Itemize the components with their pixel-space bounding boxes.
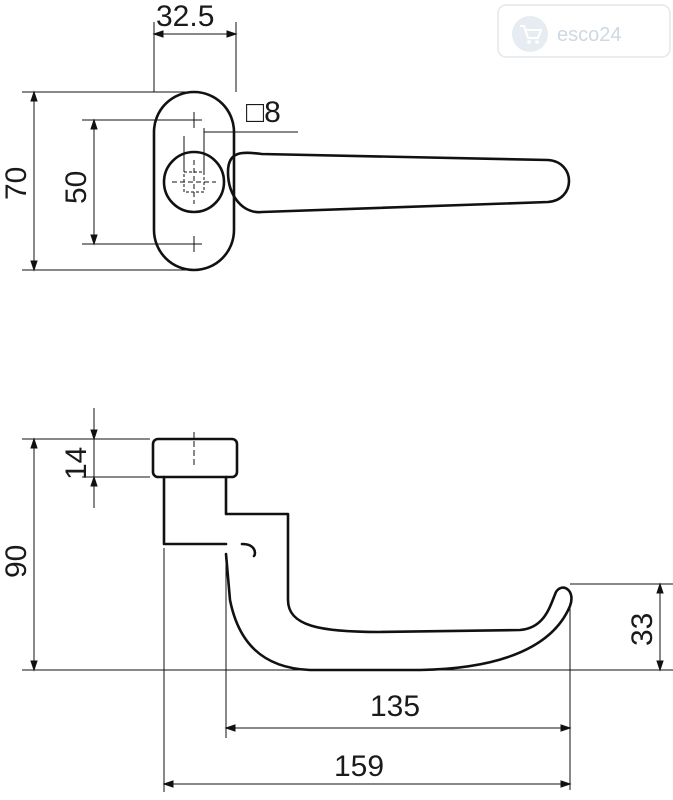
- width-dimension: [152, 22, 238, 92]
- lever-neck: [162, 475, 573, 672]
- total-length-dimension: [162, 548, 572, 792]
- height-label: 70: [0, 167, 33, 200]
- lever-length-label: 135: [370, 690, 420, 723]
- hole-spacing-label: 50: [60, 171, 93, 204]
- lever-hub: [162, 150, 226, 214]
- shopping-cart-icon: [512, 16, 548, 52]
- width-label: 32.5: [156, 0, 214, 33]
- lever-top: [226, 151, 571, 214]
- side-view: 14 90 33 135 159: [0, 408, 673, 792]
- total-length-label: 159: [334, 750, 384, 783]
- lever-drop-dimension: [570, 582, 673, 672]
- top-view: 32.5 70 50 □8: [0, 0, 571, 272]
- watermark: esco24: [497, 4, 671, 58]
- spindle-label: □8: [246, 96, 281, 129]
- rose-cap: [151, 437, 239, 479]
- total-height-label: 90: [0, 545, 33, 578]
- total-height-dimension: [22, 437, 150, 672]
- hole-spacing-dimension: [82, 118, 190, 246]
- height-dimension: [22, 90, 194, 272]
- watermark-brand: esco24: [557, 24, 622, 46]
- spindle-leader: [183, 128, 298, 172]
- rose-height-label: 14: [60, 447, 93, 480]
- lever-length-dimension: [224, 556, 572, 790]
- lever-drop-label: 33: [626, 613, 659, 646]
